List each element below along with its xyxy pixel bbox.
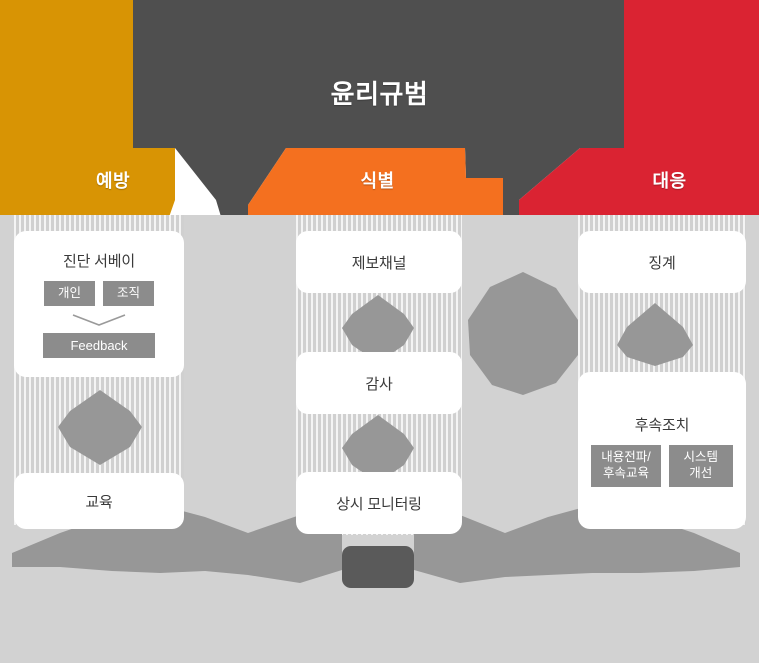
card-title-ongoing-monitoring: 상시 모니터링	[336, 495, 422, 513]
card-audit[interactable]: 감사	[296, 352, 462, 414]
card-title-discipline: 징계	[648, 254, 676, 272]
card-title-diagnostic-survey: 진단 서베이	[63, 252, 135, 270]
connector-diamond-respond	[617, 303, 693, 366]
chip-organization[interactable]: 조직	[103, 280, 155, 307]
card-discipline[interactable]: 징계	[578, 231, 746, 293]
card-title-audit: 감사	[365, 375, 393, 393]
card-title-follow-up-action: 후속조치	[634, 417, 690, 435]
body-area: 진단 서베이 개인 조직 Feedback 교육 제보채널 감사 상시 모니터링…	[0, 215, 759, 663]
connector-diamond-detect-1	[342, 295, 414, 363]
pillar-shape-detect	[248, 148, 503, 220]
card-education[interactable]: 교육	[14, 473, 184, 529]
connector-blob-center	[468, 272, 578, 395]
chip-content-dissemination[interactable]: 내용전파/후속교육	[591, 445, 661, 487]
card-report-channel[interactable]: 제보채널	[296, 231, 462, 293]
header-band: 윤리규범 예방 식별 대응	[0, 0, 759, 220]
ethics-code-shape	[133, 0, 624, 220]
chip-individual[interactable]: 개인	[43, 280, 95, 307]
connector-center-node	[342, 546, 414, 588]
connector-layer	[12, 272, 740, 588]
connector-diamond-prevent	[58, 390, 142, 465]
header-shapes	[0, 0, 759, 220]
pillar-shape-prevent	[0, 0, 175, 220]
card-title-report-channel: 제보채널	[351, 254, 407, 272]
connector-diamond-detect-2	[342, 415, 414, 483]
card-title-education: 교육	[85, 493, 113, 511]
card-ongoing-monitoring[interactable]: 상시 모니터링	[296, 472, 462, 534]
chevron-down-icon	[72, 314, 126, 327]
pillar-shape-respond	[519, 0, 759, 220]
chip-feedback[interactable]: Feedback	[43, 333, 155, 359]
chip-row-diagnostic-survey: 개인 조직	[43, 280, 155, 307]
card-diagnostic-survey[interactable]: 진단 서베이 개인 조직 Feedback	[14, 231, 184, 377]
